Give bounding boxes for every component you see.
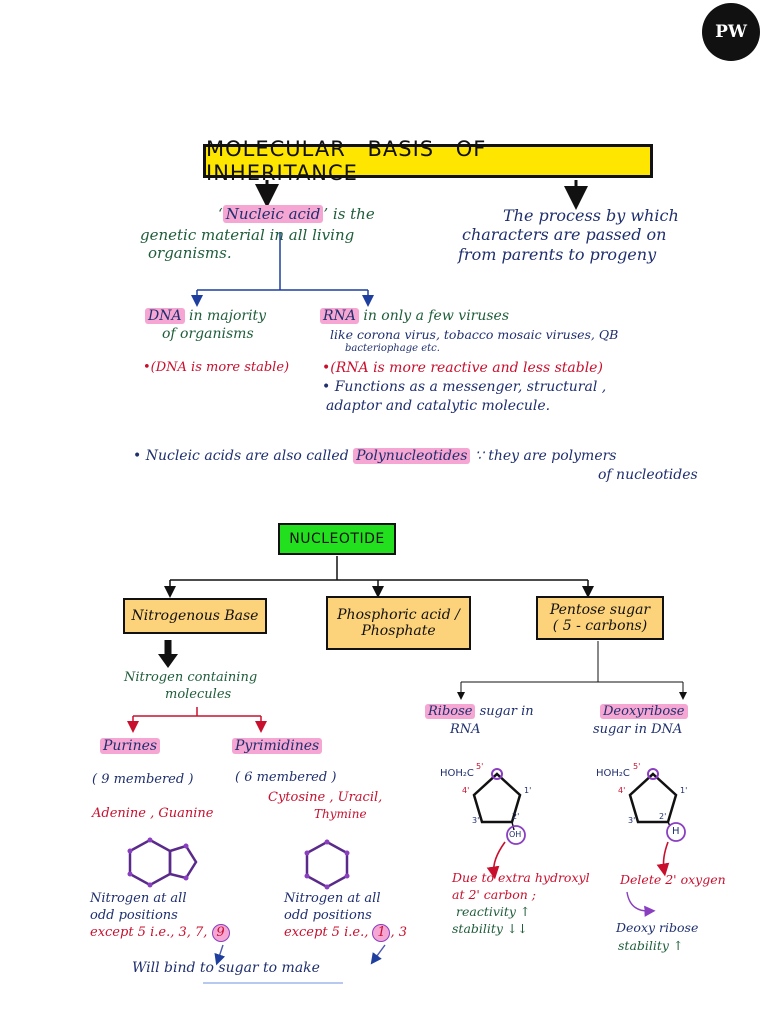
ribose-line1: Ribose sugar in — [425, 704, 534, 719]
rna-func2: adaptor and catalytic molecule. — [326, 398, 551, 414]
deoxy-note-3: stability ↑ — [618, 938, 684, 953]
pur-n1: Nitrogen at all — [90, 891, 187, 906]
deoxy-hoh2c: HOH₂C — [596, 768, 630, 779]
poly-line1: • Nucleic acids are also called Polynucl… — [133, 448, 617, 464]
pw-logo: PW — [702, 3, 760, 61]
pyrimidine-nitrogen-note: Nitrogen at all odd positions except 5 i… — [284, 890, 407, 942]
deoxy-line2: sugar in DNA — [593, 722, 683, 737]
pyr-n2: odd positions — [284, 908, 372, 923]
ribose-note-3: reactivity ↑ — [456, 904, 531, 919]
ribose-note-2: at 2' carbon ; — [452, 887, 537, 902]
rna-term: RNA — [320, 308, 359, 324]
pyrimidine-ring-size: ( 6 membered ) — [235, 770, 337, 785]
process-line1: The process by which — [503, 206, 679, 225]
pyr-n4: , 3 — [390, 925, 408, 940]
ribose-c1: 1' — [524, 786, 532, 795]
quote-open: ‘ — [218, 205, 223, 223]
phosphate-box: Phosphoric acid / Phosphate — [326, 596, 471, 650]
poly-post: ∵ they are polymers — [470, 448, 617, 464]
nitrogenous-base-label: Nitrogenous Base — [131, 607, 259, 624]
rna-text1: in only a few viruses — [358, 308, 510, 324]
bind-note: Will bind to sugar to make — [132, 960, 320, 976]
ribose-hoh2c: HOH₂C — [440, 768, 474, 779]
poly-line2: of nucleotides — [598, 467, 698, 483]
nucleic-is-the: ’ is the — [323, 205, 375, 223]
pyr-n1: Nitrogen at all — [284, 891, 381, 906]
ribose-note-1: Due to extra hydroxyl — [452, 870, 590, 885]
pyr-circled-number: 1 — [372, 924, 391, 942]
pur-circled-number: 9 — [211, 924, 230, 942]
nitrogen-line1: Nitrogen containing — [124, 670, 258, 685]
ribose-term: Ribose — [425, 704, 476, 719]
deoxy-c4: 4' — [618, 786, 626, 795]
nucleotide-title: NUCLEOTIDE — [289, 531, 385, 547]
pyrimidine-names-2: Thymine — [314, 807, 367, 821]
rna-note: •(RNA is more reactive and less stable) — [322, 360, 603, 376]
deoxy-c1: 1' — [680, 786, 688, 795]
nucleic-line2: genetic material in all living — [140, 226, 355, 244]
ribose-ring — [472, 772, 522, 824]
nitrogenous-base-box: Nitrogenous Base — [123, 598, 267, 634]
pyrimidine-names-1: Cytosine , Uracil, — [268, 790, 383, 805]
nucleic-acid-term: Nucleic acid — [222, 205, 324, 223]
pur-n3-row: except 5 i.e., 3, 7, 9 — [90, 924, 230, 942]
purine-names: Adenine , Guanine — [92, 806, 214, 821]
dna-line2: of organisms — [162, 326, 254, 342]
dna-text1: in majority — [184, 308, 267, 324]
pyrimidines-term: Pyrimidines — [232, 738, 323, 754]
ribose-post: sugar in — [475, 704, 534, 719]
ribose-c5: 5' — [476, 762, 484, 771]
deoxy-note-1: Delete 2' oxygen — [620, 872, 726, 887]
nitrogen-line2: molecules — [165, 687, 232, 702]
phosphate-label-1: Phosphoric acid / — [337, 606, 460, 623]
nucleic-line1: ‘Nucleic acid’ is the — [218, 205, 375, 223]
ribose-c4: 4' — [462, 786, 470, 795]
purines-label: Purines — [100, 738, 161, 754]
pyrimidines-label: Pyrimidines — [232, 738, 323, 754]
process-line3: from parents to progeny — [458, 245, 657, 264]
deoxy-c5: 5' — [633, 762, 641, 771]
nucleic-line3: organisms. — [148, 244, 232, 262]
dna-line1: DNA in majority — [145, 308, 266, 324]
purine-nitrogen-note: Nitrogen at all odd positions except 5 i… — [90, 890, 230, 942]
pentose-sugar-box: Pentose sugar ( 5 - carbons) — [536, 596, 664, 640]
process-line2: characters are passed on — [462, 225, 667, 244]
nucleotide-box: NUCLEOTIDE — [278, 523, 396, 555]
pyrimidine-ring — [305, 840, 349, 889]
pyr-n3: except 5 i.e., — [284, 925, 373, 940]
pentose-label-2: ( 5 - carbons) — [552, 618, 648, 634]
purines-term: Purines — [100, 738, 161, 754]
phosphate-label-2: Phosphate — [361, 623, 436, 639]
ribose-c3: 3' — [472, 816, 480, 825]
dna-term: DNA — [145, 308, 185, 324]
poly-pre: • Nucleic acids are also called — [133, 448, 354, 464]
purine-ring-size: ( 9 membered ) — [92, 772, 194, 787]
rna-func1: • Functions as a messenger, structural , — [322, 379, 607, 395]
ribose-oh: OH — [509, 830, 522, 839]
deoxy-line1: Deoxyribose — [600, 704, 688, 719]
pur-n3: except 5 i.e., 3, 7, — [90, 925, 212, 940]
rna-line3: bacteriophage etc. — [345, 343, 440, 354]
ribose-note-4: stability ↓↓ — [452, 921, 528, 936]
deoxy-term: Deoxyribose — [600, 704, 688, 719]
page-title: MOLECULAR BASIS OF INHERITANCE — [203, 137, 653, 185]
dna-note: •(DNA is more stable) — [143, 360, 290, 375]
polynucleotides-term: Polynucleotides — [353, 448, 471, 464]
pur-n2: odd positions — [90, 908, 178, 923]
deoxy-h: H — [672, 826, 680, 837]
pyr-n3-row: except 5 i.e., 1, 3 — [284, 924, 407, 942]
deoxy-c3: 3' — [628, 816, 636, 825]
title-text: MOLECULAR BASIS OF INHERITANCE — [206, 137, 487, 185]
deoxyribose-ring — [628, 772, 678, 824]
pentose-label-1: Pentose sugar — [549, 601, 651, 618]
ribose-line2: RNA — [450, 722, 481, 737]
deoxy-note-2: Deoxy ribose — [616, 920, 699, 935]
rna-line1: RNA in only a few viruses — [320, 308, 509, 324]
logo-text: PW — [715, 22, 747, 42]
rna-line2: like corona virus, tobacco mosaic viruse… — [330, 327, 619, 342]
ribose-c2: 2' — [512, 812, 520, 821]
deoxy-c2: 2' — [659, 812, 667, 821]
